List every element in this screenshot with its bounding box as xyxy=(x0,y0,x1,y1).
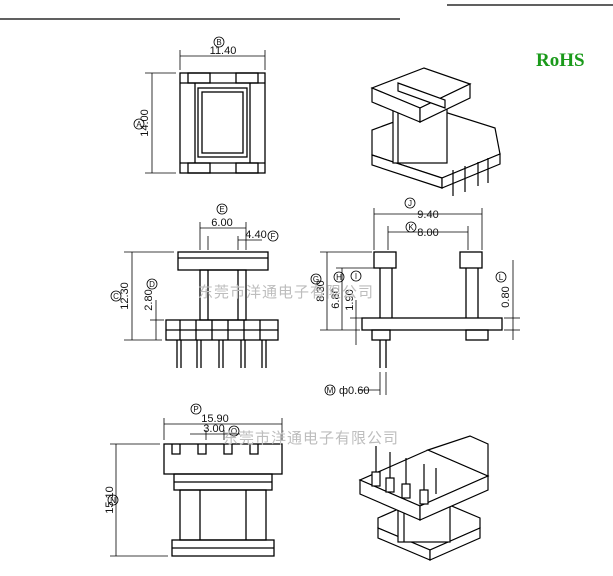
rohs-badge: RoHS xyxy=(536,50,585,71)
svg-text:F: F xyxy=(271,232,276,241)
top-view xyxy=(179,72,266,174)
dim-height-label: 14.00 xyxy=(139,109,151,137)
ref-j-circle: J xyxy=(404,197,416,209)
watermark-text: 东莞市洋通电子有限公司 xyxy=(223,429,400,447)
dim-f-label: 4.40 xyxy=(245,229,266,241)
svg-text:D: D xyxy=(149,280,155,289)
bottom-view-dims xyxy=(110,418,283,557)
dim-h-label: 6.80 xyxy=(330,287,342,308)
dim-g-label: 8.30 xyxy=(315,280,327,301)
ref-h-circle: H xyxy=(333,271,345,283)
ref-p-circle: P xyxy=(190,403,202,415)
ref-k-circle: K xyxy=(405,221,417,233)
ref-g-circle: G xyxy=(310,273,322,285)
svg-text:B: B xyxy=(216,38,221,47)
ref-b-circle: B xyxy=(213,36,225,48)
ref-d-circle: D xyxy=(146,278,158,290)
svg-text:A: A xyxy=(136,120,142,129)
dim-l-label: 0.80 xyxy=(500,286,512,307)
dim-width-label: 11.40 xyxy=(210,45,237,57)
svg-text:M: M xyxy=(327,386,334,395)
svg-text:K: K xyxy=(408,223,414,232)
dim-i-label: 1.90 xyxy=(344,289,356,310)
side-view-dims xyxy=(320,208,520,395)
ref-i-circle: I xyxy=(350,270,362,282)
front-view xyxy=(165,251,279,368)
svg-text:I: I xyxy=(355,272,357,281)
dim-c-label: 12.30 xyxy=(119,282,131,310)
dim-e-label: 6.00 xyxy=(211,217,232,229)
header-rule xyxy=(0,4,613,20)
dim-o-label: 3.00 xyxy=(203,423,224,435)
dim-p-label: 15.90 xyxy=(201,413,229,425)
svg-text:E: E xyxy=(219,205,224,214)
dim-n-label: 15.10 xyxy=(104,486,116,514)
svg-text:J: J xyxy=(408,199,412,208)
front-view-dims xyxy=(124,222,262,341)
bottom-view xyxy=(163,443,283,557)
svg-text:L: L xyxy=(499,273,504,282)
iso-view-top xyxy=(370,67,501,196)
ref-o-circle: O xyxy=(228,425,240,437)
svg-text:G: G xyxy=(313,275,319,284)
svg-text:C: C xyxy=(113,292,119,301)
ref-e-circle: E xyxy=(216,203,228,215)
side-view xyxy=(361,251,503,368)
dim-m-label: ф0.60 xyxy=(339,385,369,397)
ref-a-circle: A xyxy=(133,118,145,130)
svg-text:O: O xyxy=(231,427,237,436)
ref-n-circle: N xyxy=(107,494,119,506)
top-view-dims xyxy=(145,50,266,174)
ref-l-circle: L xyxy=(495,271,507,283)
ref-m-circle: M xyxy=(324,384,336,396)
dim-j-label: 9.40 xyxy=(417,209,438,221)
svg-text:N: N xyxy=(110,496,116,505)
svg-text:H: H xyxy=(336,273,342,282)
watermark-text: 东莞市洋通电子有限公司 xyxy=(198,283,375,301)
ref-c-circle: C xyxy=(110,290,122,302)
dim-d-label: 2.80 xyxy=(143,289,155,310)
iso-view-bottom xyxy=(358,435,490,561)
ref-f-circle: F xyxy=(267,230,279,242)
svg-text:P: P xyxy=(193,405,198,414)
dim-k-label: 8.00 xyxy=(417,227,438,239)
